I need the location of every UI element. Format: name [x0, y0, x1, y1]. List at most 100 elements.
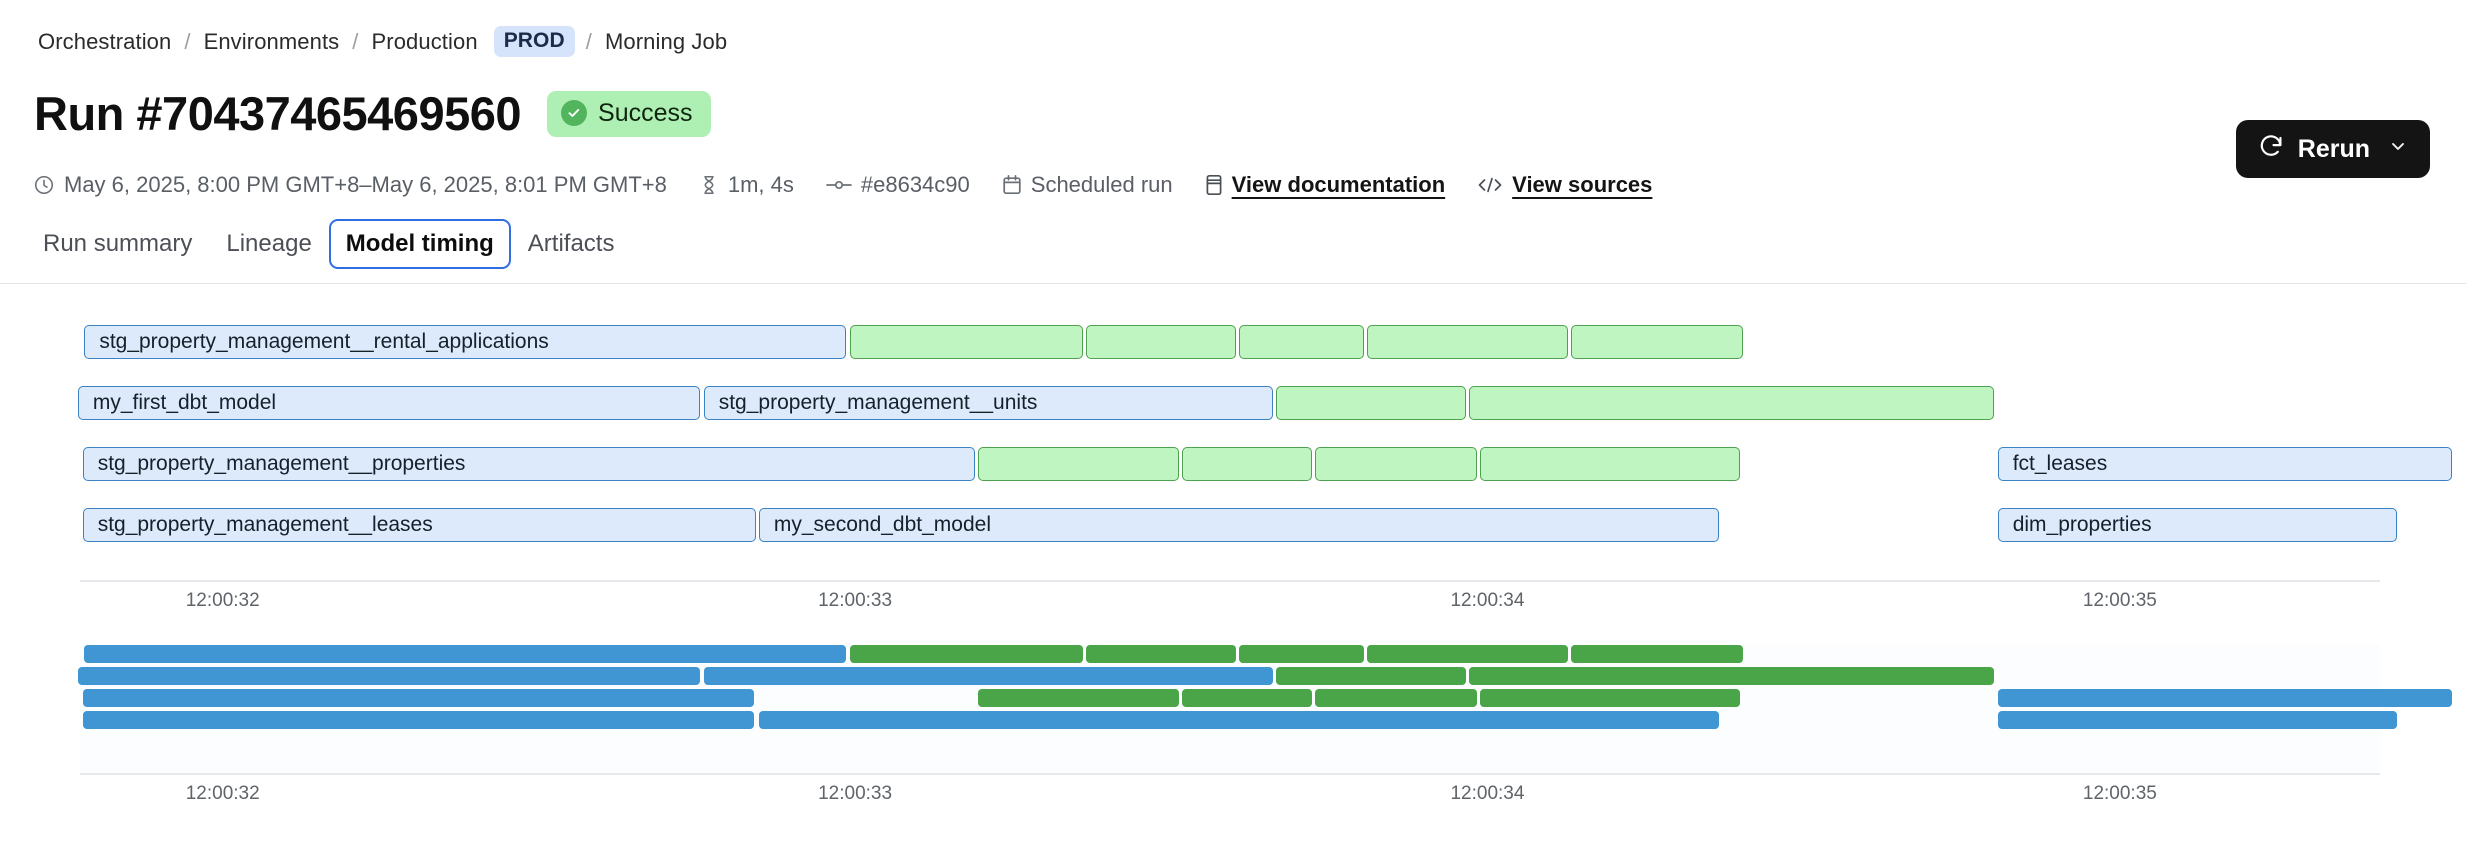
view-sources-link[interactable]: View sources [1512, 172, 1653, 197]
calendar-icon [1002, 174, 1022, 196]
status-badge: Success [547, 90, 711, 137]
tab-artifacts[interactable]: Artifacts [527, 230, 615, 257]
gantt-bar-test[interactable] [1469, 667, 1995, 685]
breadcrumb-separator: / [585, 28, 592, 54]
gantt-bar-label: stg_property_management__units [718, 391, 1038, 414]
tab-bar: Run summary Lineage Model timing Artifac… [26, 219, 631, 269]
gantt-bar-test[interactable] [1315, 689, 1478, 707]
gantt-bar-test[interactable] [1571, 645, 1744, 663]
breadcrumb-item-orchestration[interactable]: Orchestration [38, 28, 172, 54]
gantt-bar-test[interactable] [977, 447, 1179, 481]
code-brackets-icon [1477, 175, 1503, 195]
meta-timerange: May 6, 2025, 8:00 PM GMT+8–May 6, 2025, … [33, 172, 667, 198]
chart-axis-line [80, 773, 2380, 775]
axis-tick-label: 12:00:33 [818, 783, 893, 804]
gantt-bar-test[interactable] [1276, 386, 1466, 420]
meta-sources[interactable]: View sources [1477, 172, 1652, 198]
view-documentation-link[interactable]: View documentation [1231, 172, 1446, 197]
gantt-bar-test[interactable] [1469, 386, 1995, 420]
gantt-bar-test[interactable] [1238, 325, 1364, 359]
model-timing-chart-overview[interactable]: 12:00:32 12:00:33 12:00:34 12:00:35 [0, 645, 2466, 825]
tab-model-timing[interactable]: Model timing [328, 219, 511, 269]
gantt-bar-label: my_first_dbt_model [92, 391, 277, 414]
gantt-bar-model[interactable] [82, 689, 754, 707]
title-row: Run #70437465469560 Success [34, 90, 711, 137]
gantt-bar-test[interactable] [1086, 325, 1236, 359]
gantt-bar-stg_property_management__units[interactable]: stg_property_management__units [703, 386, 1273, 420]
meta-documentation[interactable]: View documentation [1205, 172, 1446, 198]
breadcrumb-item-environments[interactable]: Environments [203, 28, 340, 54]
gantt-bar-model[interactable] [77, 667, 701, 685]
rerun-button[interactable]: Rerun [2235, 120, 2430, 178]
tab-bar-divider [0, 283, 2466, 284]
tab-run-summary[interactable]: Run summary [43, 230, 193, 257]
gantt-bar-stg_property_management__leases[interactable]: stg_property_management__leases [82, 508, 756, 542]
gantt-bar-test[interactable] [1480, 689, 1740, 707]
gantt-bar-model[interactable] [84, 645, 847, 663]
axis-tick-label: 12:00:35 [2082, 590, 2157, 611]
gantt-bar-model[interactable] [82, 711, 754, 729]
breadcrumb-separator: / [184, 28, 191, 54]
gantt-bar-test[interactable] [1366, 325, 1568, 359]
gantt-bar-my_first_dbt_model[interactable]: my_first_dbt_model [77, 386, 701, 420]
gantt-bar-label: stg_property_management__leases [97, 513, 433, 536]
chart-overview-background [80, 645, 2380, 772]
gantt-bar-model[interactable] [1997, 689, 2452, 707]
gantt-bar-stg_property_management__rental_applications[interactable]: stg_property_management__rental_applicat… [84, 325, 847, 359]
gantt-bar-label: my_second_dbt_model [773, 513, 991, 536]
gantt-bar-stg_property_management__properties[interactable]: stg_property_management__properties [82, 447, 975, 481]
gantt-bar-test[interactable] [977, 689, 1179, 707]
gantt-bar-label: stg_property_management__properties [97, 452, 466, 475]
meta-commit: #e8634c90 [826, 172, 970, 198]
meta-trigger: Scheduled run [1002, 172, 1173, 198]
book-icon [1205, 174, 1223, 196]
page-title: Run #70437465469560 [34, 87, 522, 140]
axis-tick-label: 12:00:32 [185, 783, 260, 804]
status-badge-label: Success [598, 98, 693, 127]
meta-commit-value: #e8634c90 [860, 172, 970, 197]
meta-timerange-value: May 6, 2025, 8:00 PM GMT+8–May 6, 2025, … [64, 172, 667, 197]
model-timing-chart-labeled[interactable]: stg_property_management__rental_applicat… [0, 325, 2466, 611]
git-commit-icon [826, 174, 852, 196]
gantt-bar-test[interactable] [1182, 689, 1312, 707]
environment-tag-badge: PROD [493, 26, 575, 57]
axis-tick-label: 12:00:34 [1450, 590, 1525, 611]
axis-tick-label: 12:00:33 [818, 590, 893, 611]
gantt-bar-test[interactable] [1182, 447, 1312, 481]
gantt-bar-model[interactable] [758, 711, 1719, 729]
gantt-bar-label: stg_property_management__rental_applicat… [99, 330, 549, 353]
gantt-bar-model[interactable] [1997, 711, 2397, 729]
tab-lineage[interactable]: Lineage [226, 230, 312, 257]
gantt-bar-test[interactable] [1238, 645, 1364, 663]
gantt-bar-test[interactable] [1480, 447, 1740, 481]
gantt-bar-model[interactable] [703, 667, 1273, 685]
gantt-bar-dim_properties[interactable]: dim_properties [1997, 508, 2397, 542]
gantt-bar-my_second_dbt_model[interactable]: my_second_dbt_model [758, 508, 1719, 542]
breadcrumb-item-production[interactable]: Production [371, 28, 478, 54]
gantt-bar-label: dim_properties [2012, 513, 2152, 536]
meta-duration: 1m, 4s [699, 172, 794, 198]
breadcrumb: Orchestration / Environments / Productio… [36, 26, 729, 57]
axis-tick-label: 12:00:35 [2082, 783, 2157, 804]
gantt-bar-test[interactable] [1315, 447, 1478, 481]
meta-trigger-value: Scheduled run [1030, 172, 1173, 197]
check-circle-icon [561, 100, 588, 126]
meta-duration-value: 1m, 4s [727, 172, 794, 197]
axis-tick-label: 12:00:32 [185, 590, 260, 611]
gantt-bar-test[interactable] [1086, 645, 1236, 663]
gantt-bar-test[interactable] [849, 645, 1084, 663]
gantt-bar-test[interactable] [1366, 645, 1568, 663]
gantt-bar-fct_leases[interactable]: fct_leases [1997, 447, 2452, 481]
clock-icon [33, 174, 55, 196]
rerun-button-label: Rerun [2297, 134, 2370, 163]
gantt-bar-label: fct_leases [2012, 452, 2108, 475]
chevron-down-icon[interactable] [2388, 136, 2408, 162]
gantt-bar-test[interactable] [1276, 667, 1466, 685]
chart-axis-line [80, 580, 2380, 582]
breadcrumb-item-morning-job[interactable]: Morning Job [604, 28, 728, 54]
refresh-icon [2258, 133, 2284, 166]
axis-tick-label: 12:00:34 [1450, 783, 1525, 804]
gantt-bar-test[interactable] [849, 325, 1084, 359]
gantt-bar-test[interactable] [1571, 325, 1744, 359]
breadcrumb-separator: / [352, 28, 359, 54]
